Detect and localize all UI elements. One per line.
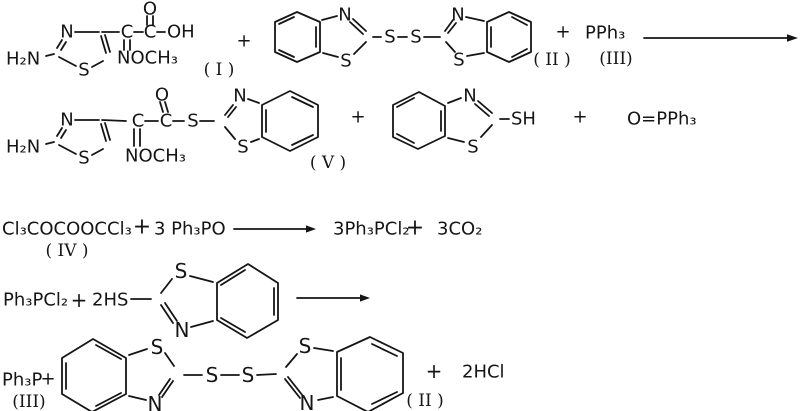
disulfide-product: S N S S S N (61, 334, 444, 411)
thiazole-ring-bonds (45, 31, 120, 68)
bridge-sulfur-1: S (384, 27, 395, 48)
bt-sulfur: S (175, 259, 188, 283)
carbon-dioxide-label: 3CO₂ (437, 219, 482, 240)
plus-sign: + (572, 107, 587, 128)
label-roman-II: ( II ) (406, 391, 444, 411)
reaction-arrow-3 (296, 294, 370, 302)
bt-sulfur: S (467, 137, 478, 158)
benzothiazole-right: N S (444, 5, 532, 71)
benzothiazole-left: S N (61, 335, 175, 411)
benzothiazole-left: N S (274, 5, 367, 72)
chain-carbon-1: C (121, 22, 134, 43)
methoxime-label: NOCH₃ (117, 48, 178, 69)
bridge-sulfur-1: S (206, 363, 219, 387)
chain-carbon-1: C (132, 111, 145, 132)
dichlorophosphorane-label: Ph₃PCl₂ (3, 290, 68, 311)
bt-nitrogen: N (175, 318, 190, 342)
structure-I: H₂N N S C C (6, 0, 234, 81)
reaction-arrow-1 (643, 34, 798, 42)
plus-sign: + (426, 359, 443, 383)
triphenylphosphine-label: Ph₃P (2, 370, 42, 391)
reaction-3-products: Ph₃P + (III) S N S S (2, 334, 505, 411)
bt-sulfur: S (453, 50, 464, 71)
reaction-2: Cl₃COCOOCCl₃ ( IV ) + 3 Ph₃PO 3Ph₃PCl₂ +… (2, 215, 482, 262)
plus-sign: + (350, 107, 365, 128)
label-roman-V: ( V ) (310, 153, 346, 173)
bridge-sulfur-2: S (410, 27, 421, 48)
amino-group-label: H₂N (6, 137, 40, 158)
side-chain-bonds (133, 101, 215, 147)
bridge-sulfur-2: S (242, 363, 255, 387)
carbonyl-oxygen: O (155, 85, 169, 106)
ring-nitrogen: N (60, 110, 73, 131)
bt-sulfur: S (237, 137, 248, 158)
reaction-1-products: H₂N N S C (6, 85, 697, 174)
reaction-arrow-2 (233, 225, 316, 233)
structure-II: N S S S N S (274, 5, 571, 72)
thiol-count-label: 2HS (92, 290, 128, 311)
dichlorophosphorane-label: 3Ph₃PCl₂ (333, 219, 410, 240)
bt-nitrogen: N (300, 391, 315, 411)
bt-nitrogen: N (338, 5, 351, 26)
reaction-1-reactants: H₂N N S C C (6, 0, 798, 81)
triphenylphosphine-label: PPh₃ (585, 23, 625, 44)
phosphine-oxide-label: O=PPh₃ (627, 109, 697, 130)
chain-carbon-2: C (144, 22, 157, 43)
ring-nitrogen: N (60, 22, 73, 43)
chain-carbon-2: C (160, 111, 173, 132)
hydrochloric-acid-label: 2HCl (462, 362, 505, 383)
label-roman-II: ( II ) (533, 50, 571, 70)
plus-sign: + (71, 288, 88, 312)
label-roman-I: ( I ) (204, 60, 235, 80)
bt-nitrogen: N (148, 392, 163, 411)
label-roman-III: (III) (599, 49, 632, 69)
mercaptobenzothiazole: N S SH (392, 86, 536, 158)
bt-nitrogen: N (233, 86, 246, 107)
structure-V: H₂N N S C (6, 85, 346, 174)
reaction-3-reactants: Ph₃PCl₂ + 2HS S N (3, 259, 370, 342)
bt-nitrogen: N (451, 5, 464, 26)
thiazole-ring-bonds (45, 119, 127, 156)
benzothiazole-right: S N (284, 334, 404, 411)
ring-sulfur: S (78, 60, 89, 81)
plus-sign: + (40, 369, 55, 390)
bt-nitrogen: N (463, 86, 476, 107)
bt-sulfur: S (299, 334, 312, 358)
hydroxyl-label: OH (167, 22, 195, 43)
bt-sulfur: S (151, 335, 164, 359)
phosphine-oxide-reagent-label: 3 Ph₃PO (154, 219, 226, 240)
plus-sign: + (555, 22, 570, 43)
benzothiazole: N S (224, 86, 319, 158)
bt-sulfur: S (340, 51, 351, 72)
thioester-sulfur: S (187, 111, 198, 132)
plus-sign: + (236, 31, 251, 52)
label-roman-III: (III) (12, 392, 45, 411)
ring-sulfur: S (78, 148, 89, 169)
disulfide-bridge: S S (372, 27, 441, 48)
label-roman-IV: ( IV ) (45, 241, 88, 261)
plus-sign: + (133, 215, 151, 240)
plus-sign: + (406, 216, 424, 241)
side-chain-bonds (123, 15, 166, 51)
thiol-label: SH (511, 109, 536, 130)
benzothiazole: S N (130, 259, 279, 342)
triphosgene-label: Cl₃COCOOCCl₃ (2, 219, 132, 240)
carbonyl-oxygen: O (143, 0, 157, 20)
amino-group-label: H₂N (6, 49, 40, 70)
methoxime-label: NOCH₃ (125, 146, 186, 167)
disulfide-bridge: S S (183, 363, 277, 387)
